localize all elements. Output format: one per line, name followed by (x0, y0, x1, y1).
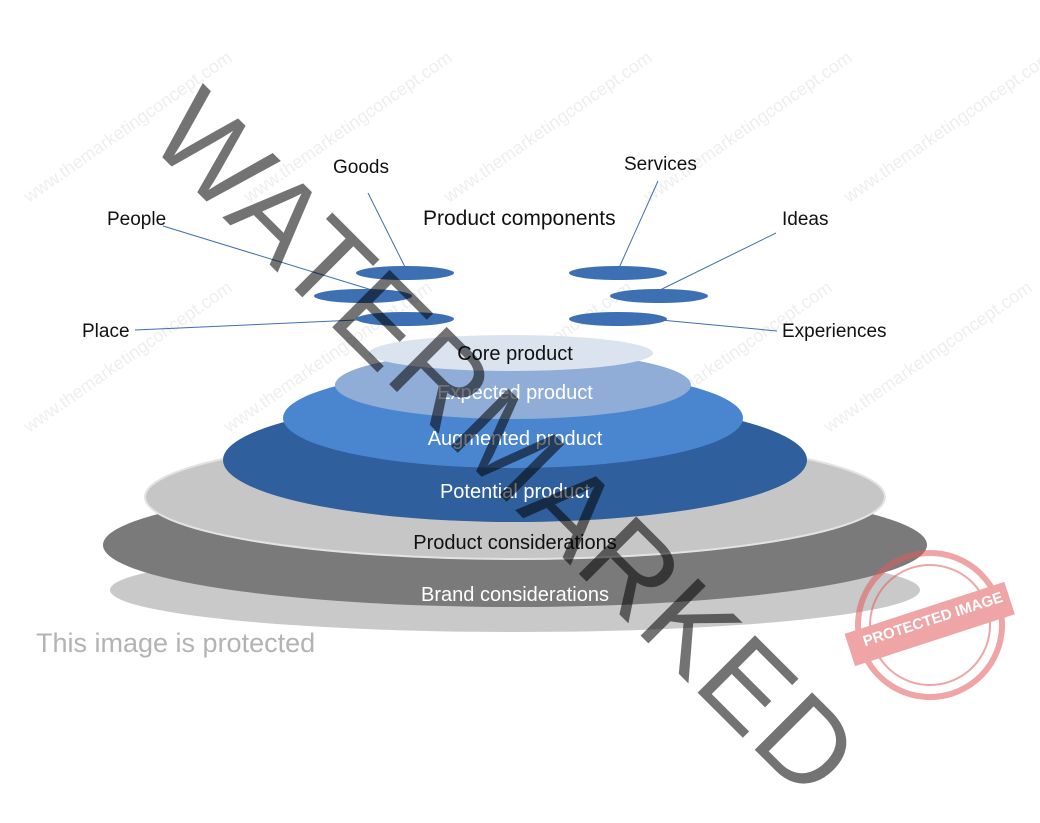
leader-line-people (162, 225, 373, 291)
label-place: Place (82, 321, 130, 342)
protected-stamp (844, 550, 1015, 700)
diagram-graphics (103, 180, 927, 632)
label-experiences: Experiences (782, 321, 887, 342)
label-services: Services (624, 154, 697, 175)
protected-note: This image is protected (36, 628, 316, 658)
component-disc-experiences (569, 312, 667, 326)
label-ideas: Ideas (782, 209, 829, 230)
ring-label-expected-product: Expected product (437, 382, 593, 404)
label-people: People (107, 209, 167, 230)
leader-line-place (134, 318, 379, 331)
product-levels-diagram: www.themarketingconcept.com www.themarke… (20, 47, 1040, 823)
component-disc-people (314, 289, 412, 303)
label-goods: Goods (333, 157, 389, 178)
diagram-heading: Product components (423, 207, 616, 230)
component-disc-goods (356, 266, 454, 280)
ring-core-product (369, 335, 653, 371)
leader-line-goods (367, 192, 409, 274)
ring-label-core-product: Core product (457, 343, 573, 365)
leader-line-ideas (659, 232, 777, 291)
leader-line-services (618, 180, 659, 269)
component-disc-place (356, 312, 454, 326)
ring-label-augmented-product: Augmented product (427, 428, 603, 450)
ring-expected-product (335, 351, 691, 419)
ring-label-potential-product: Potential product (439, 481, 591, 503)
ring-label-product-considerations: Product considerations (413, 532, 617, 554)
component-disc-services (569, 266, 667, 280)
ring-label-brand-considerations: Brand considerations (421, 584, 609, 606)
leader-line-experiences (649, 318, 778, 332)
component-disc-ideas (610, 289, 708, 303)
